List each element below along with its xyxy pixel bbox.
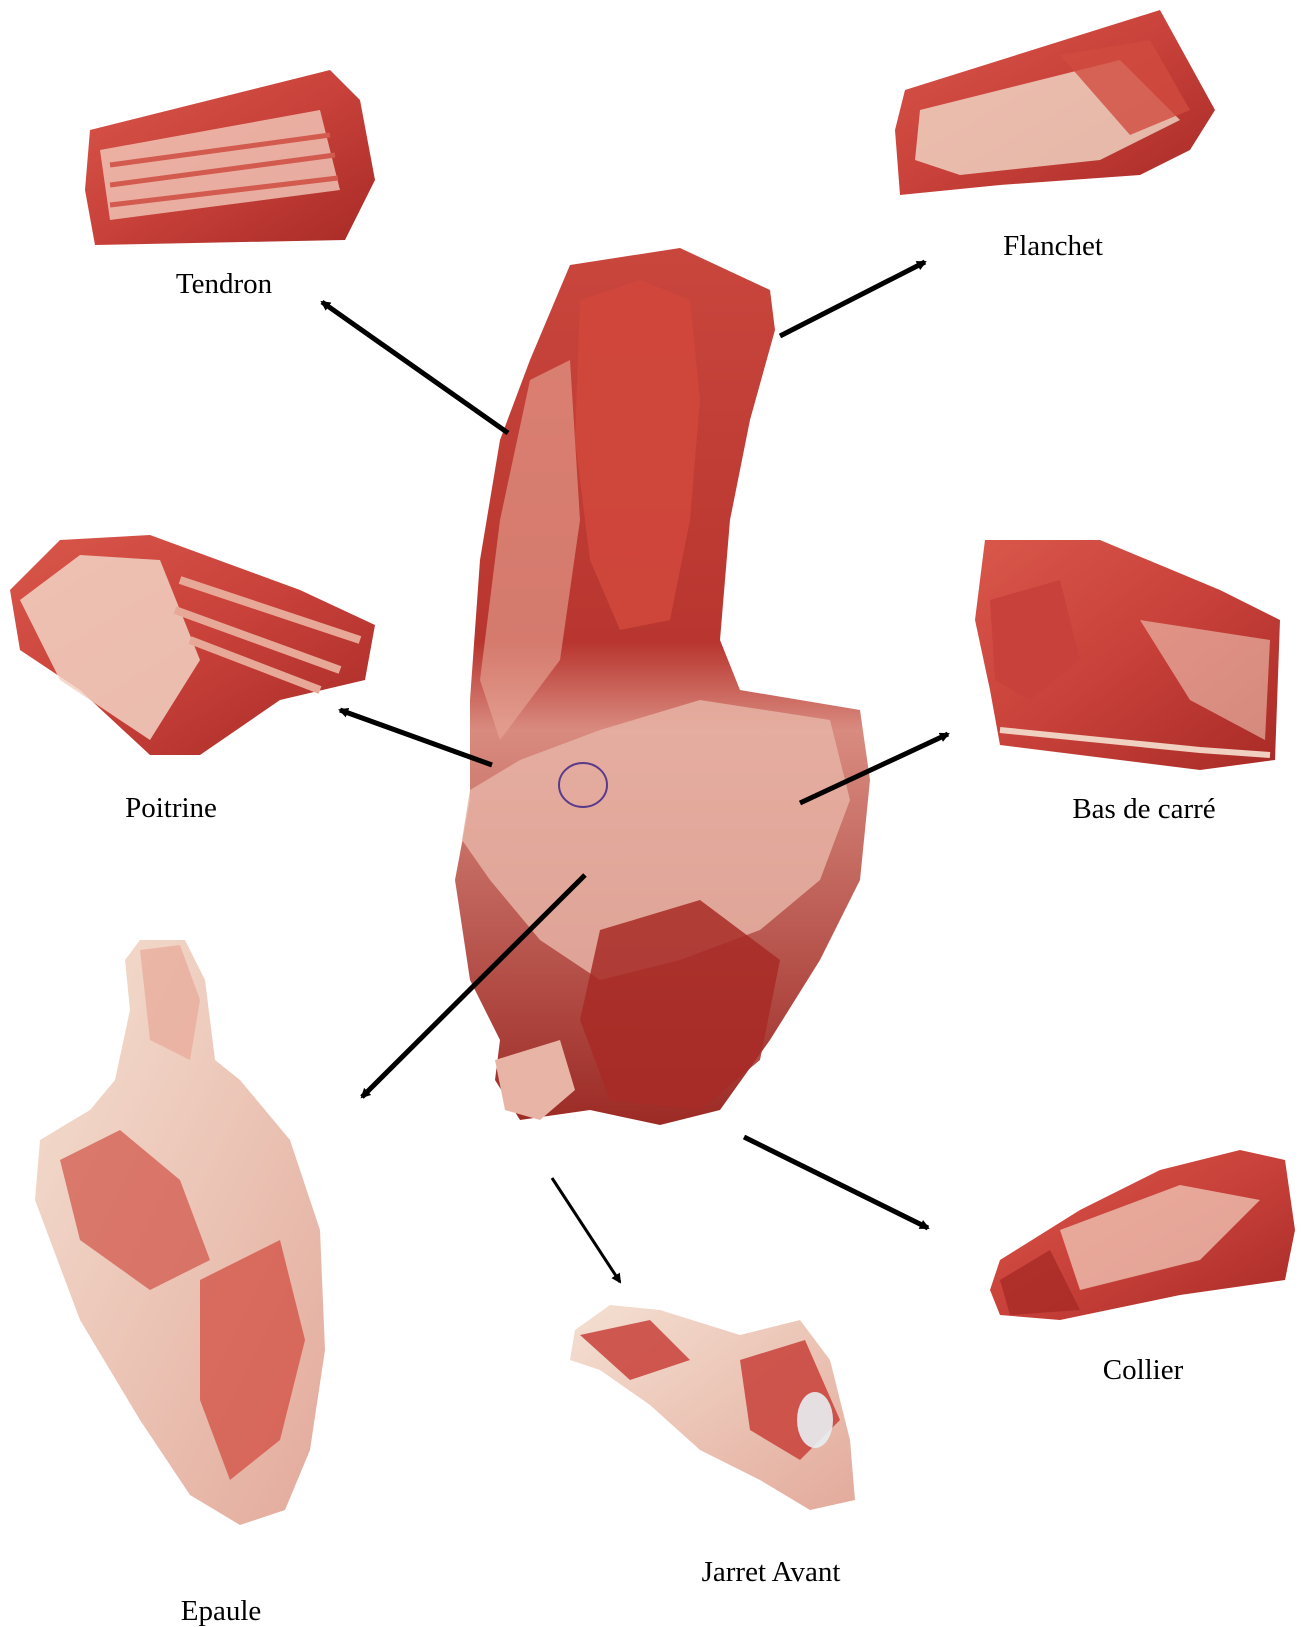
arrow-to-jarret-avant — [552, 1178, 620, 1282]
epaule-image — [35, 940, 325, 1525]
arrow-to-poitrine — [340, 710, 492, 765]
bas-de-carre-image — [975, 540, 1280, 770]
arrow-to-collier — [744, 1137, 928, 1228]
forequarter-image — [455, 248, 870, 1125]
label-collier: Collier — [1103, 1356, 1184, 1385]
label-bas-de-carre: Bas de carré — [1072, 795, 1215, 824]
jarret-avant-image — [570, 1305, 855, 1510]
poitrine-image — [10, 535, 375, 755]
label-epaule: Epaule — [181, 1597, 262, 1626]
label-tendron: Tendron — [176, 270, 272, 299]
arrow-to-flanchet — [780, 262, 925, 336]
label-jarret-avant: Jarret Avant — [702, 1558, 841, 1587]
arrow-to-tendron — [322, 302, 508, 433]
collier-image — [990, 1150, 1295, 1320]
label-poitrine: Poitrine — [125, 794, 217, 823]
label-flanchet: Flanchet — [1003, 232, 1103, 261]
tendron-image — [85, 70, 375, 245]
flanchet-image — [895, 10, 1215, 195]
